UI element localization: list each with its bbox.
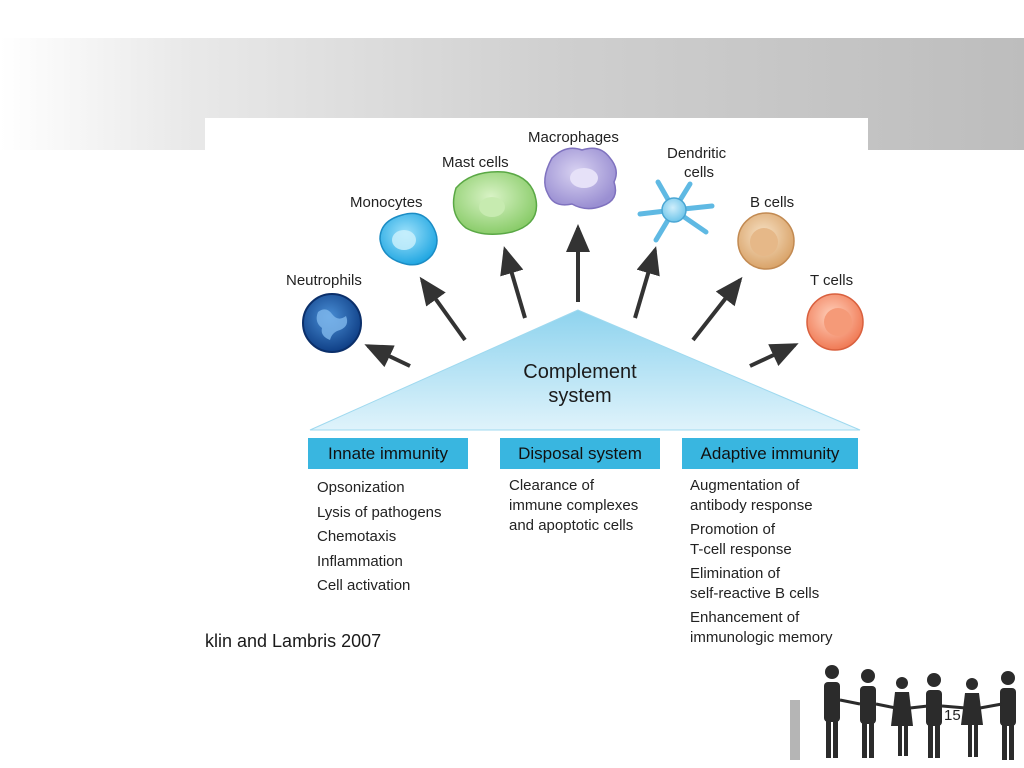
- complement-title-line2: system: [548, 385, 612, 407]
- header-innate-immunity: Innate immunity: [308, 438, 468, 469]
- list-item: and apoptotic cells: [509, 517, 634, 534]
- list-item: Augmentation of: [690, 477, 800, 494]
- label-macrophages: Macrophages: [528, 129, 619, 146]
- list-item: immunologic memory: [690, 629, 833, 646]
- complement-title-line1: Complement: [523, 361, 637, 383]
- b-cell-icon: [737, 212, 795, 270]
- list-item: immune complexes: [509, 497, 639, 514]
- arrow-dendritic: [633, 246, 660, 319]
- neutrophil-cell-icon: [302, 293, 362, 353]
- arrow-mast: [500, 246, 527, 319]
- list-item: Chemotaxis: [317, 528, 397, 545]
- list-item: antibody response: [690, 497, 813, 514]
- label-neutrophils: Neutrophils: [286, 272, 362, 289]
- t-cell-icon: [806, 293, 864, 351]
- label-mast-cells: Mast cells: [442, 154, 509, 171]
- label-t-cells: T cells: [810, 272, 854, 289]
- list-item: Cell activation: [317, 577, 411, 594]
- label-dendritic-line1: Dendritic: [667, 145, 727, 162]
- arrow-tcells: [749, 343, 799, 368]
- list-item: T-cell response: [690, 541, 792, 558]
- complement-triangle: [309, 309, 861, 431]
- dendritic-cell-icon: [637, 179, 715, 243]
- list-item: Enhancement of: [690, 609, 800, 626]
- list-item: self-reactive B cells: [690, 585, 820, 602]
- page-number: 15: [944, 707, 961, 724]
- macrophage-cell-icon: [544, 147, 617, 210]
- list-item: Promotion of: [690, 521, 776, 538]
- people-silhouette-image: [790, 665, 1016, 760]
- list-item: Inflammation: [317, 552, 403, 570]
- label-monocytes: Monocytes: [350, 194, 423, 211]
- header-disposal-system: Disposal system: [500, 438, 660, 469]
- list-item: Elimination of: [690, 565, 781, 582]
- list-adaptive-immunity: Augmentation of antibody response Promot…: [690, 476, 833, 648]
- list-item: Opsonization: [317, 479, 405, 496]
- monocyte-cell-icon: [379, 212, 438, 266]
- header-adaptive-immunity: Adaptive immunity: [682, 438, 858, 469]
- mast-cell-icon: [452, 171, 538, 235]
- arrow-bcells: [691, 276, 743, 342]
- citation-text: klin and Lambris 2007: [205, 631, 382, 651]
- list-item: Lysis of pathogens: [317, 503, 442, 521]
- label-dendritic-line2: cells: [684, 164, 715, 181]
- complement-system-title: Complement system: [500, 360, 660, 408]
- label-b-cells: B cells: [750, 194, 795, 211]
- list-innate-immunity: Opsonization Lysis of pathogens Chemotax…: [317, 476, 442, 599]
- arrow-monocytes: [419, 276, 467, 342]
- list-disposal-system: Clearance of immune complexes and apopto…: [509, 476, 638, 536]
- arrow-neutrophils: [364, 344, 411, 368]
- list-item: Clearance of: [509, 477, 595, 494]
